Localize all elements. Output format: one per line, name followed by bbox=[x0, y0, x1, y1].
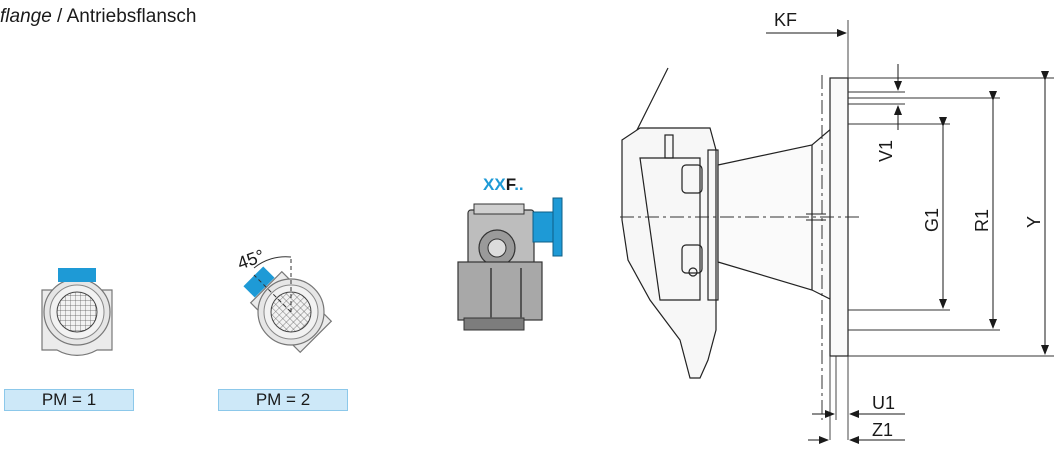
pm1-label: PM = 1 bbox=[41, 390, 97, 409]
gearbox-inner bbox=[639, 157, 701, 301]
u1-label: U1 bbox=[872, 393, 895, 413]
pm1-flange-marker bbox=[58, 268, 96, 282]
pm2-angle-axis bbox=[253, 274, 292, 313]
pm1-label-box: PM = 1 bbox=[4, 389, 134, 411]
dimension-arrows bbox=[766, 29, 1049, 444]
gearbox-detail-line bbox=[490, 268, 492, 318]
gearbox-flange-plate bbox=[552, 197, 563, 257]
pm2-label-box: PM = 2 bbox=[218, 389, 348, 411]
r1-label: R1 bbox=[972, 209, 992, 232]
model-code: XXF.. bbox=[483, 175, 524, 194]
gearbox-shaft bbox=[487, 238, 507, 258]
gearbox-flange bbox=[532, 211, 556, 243]
model-dots: .. bbox=[514, 175, 523, 194]
model-prefix: XX bbox=[483, 175, 506, 194]
gearbox-stud bbox=[664, 134, 674, 159]
pm2-label: PM = 2 bbox=[255, 390, 311, 409]
gearbox-boss-upper bbox=[681, 164, 703, 194]
gearbox-foot bbox=[463, 317, 525, 331]
pm2-symbol: 45° bbox=[235, 245, 333, 354]
pm1-symbol bbox=[41, 268, 113, 356]
z1-label: Z1 bbox=[872, 420, 893, 440]
pm2-angle-arc bbox=[253, 256, 292, 269]
kf-label: KF bbox=[774, 10, 797, 30]
gearbox-motor bbox=[457, 261, 543, 321]
gearbox-top bbox=[473, 203, 525, 215]
title-italic: flange bbox=[0, 6, 52, 27]
gearbox-detail-line bbox=[520, 268, 522, 318]
title-rest: Antriebsflansch bbox=[66, 6, 197, 27]
title-separator: / bbox=[51, 6, 67, 27]
center-lines bbox=[620, 75, 860, 420]
drain-plug bbox=[688, 267, 698, 277]
extension-lines bbox=[829, 20, 1054, 440]
gearbox-thumbnail: XXF.. bbox=[457, 175, 563, 331]
gearbox-boss-lower bbox=[681, 244, 703, 274]
model-suffix: F bbox=[506, 175, 516, 194]
y-label: Y bbox=[1024, 216, 1044, 228]
g1-label: G1 bbox=[922, 208, 942, 232]
drawing-title: flange / Antriebsflansch bbox=[0, 6, 196, 28]
gearbox-outline bbox=[621, 127, 717, 379]
pm2-flange-marker bbox=[243, 266, 275, 298]
v1-label: V1 bbox=[876, 140, 896, 162]
pm1-shaft-hatch bbox=[56, 291, 98, 333]
side-view bbox=[621, 67, 849, 379]
